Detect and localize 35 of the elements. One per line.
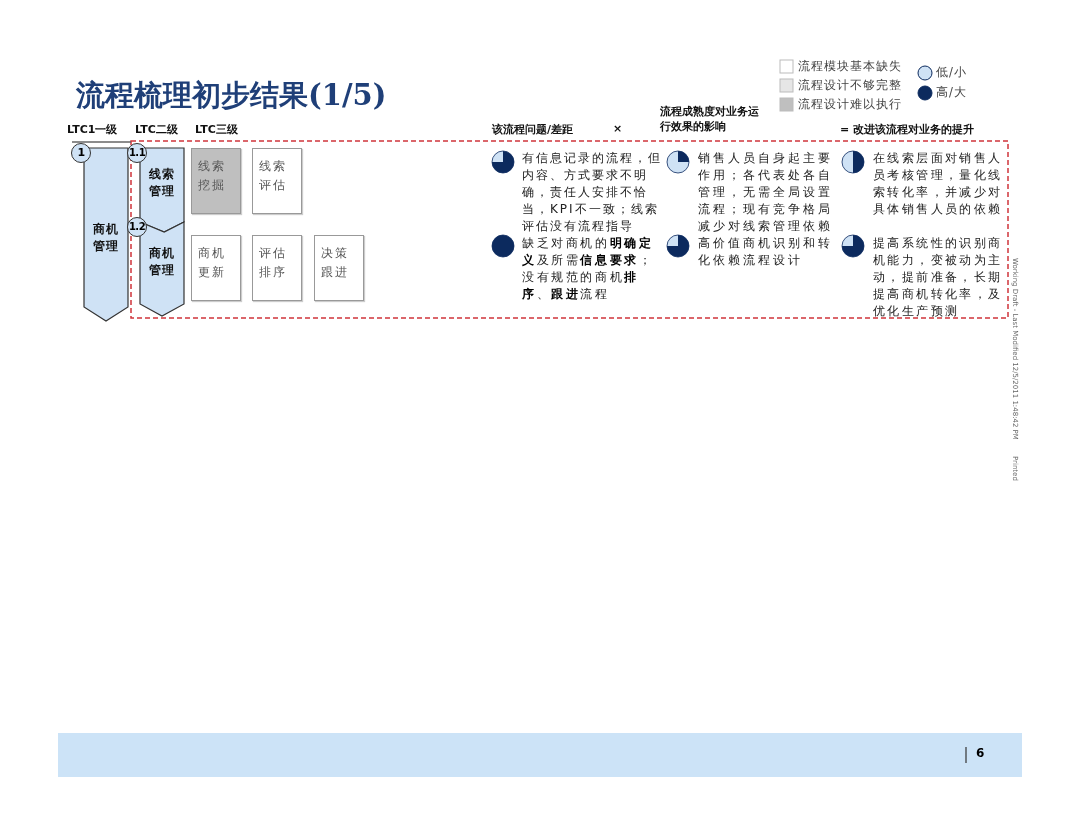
description-text: 有信息记录的流程，但内容、方式要求不明确，责任人安排不恰当，KPI不一致；线索评估没有流程指导 bbox=[522, 150, 663, 235]
column-header: = 改进该流程对业务的提升 bbox=[840, 122, 975, 137]
legend-label: 高/大 bbox=[936, 85, 967, 100]
description-text: 缺乏对商机的明确定义及所需信息要求；没有规范的商机排序、跟进流程 bbox=[522, 235, 655, 303]
process-box bbox=[252, 148, 302, 214]
step-number-badge: 1 bbox=[71, 143, 91, 163]
node-label: 线索挖掘 bbox=[198, 158, 227, 194]
step-number-badge: 1.1 bbox=[127, 143, 147, 163]
description-text: 提高系统性的识别商机能力，变被动为主动，提前准备，长期提高商机转化率，及优化生产预测 bbox=[873, 235, 1004, 320]
node-label: 商机管理 bbox=[92, 221, 120, 255]
node-label: 线索管理 bbox=[148, 166, 176, 200]
node-label: 线索评估 bbox=[259, 158, 288, 194]
node-label: 评估排序 bbox=[259, 245, 288, 281]
process-box bbox=[191, 148, 241, 214]
node-label: 商机更新 bbox=[198, 245, 227, 281]
node-label: 决策跟进 bbox=[321, 245, 350, 281]
legend-label: 流程模块基本缺失 bbox=[798, 59, 902, 74]
legend-label: 流程设计难以执行 bbox=[798, 97, 902, 112]
page-number: 6 bbox=[976, 746, 985, 760]
column-header: 流程成熟度对业务运行效果的影响 bbox=[660, 104, 760, 134]
title: 流程梳理初步结果(1/5) bbox=[76, 77, 387, 114]
column-header: × bbox=[613, 122, 623, 135]
column-header: LTC1一级 bbox=[67, 122, 118, 137]
process-box bbox=[191, 235, 241, 301]
description-text: 销售人员自身起主要作用；各代表处各自管理，无需全局设置流程；现有竞争格局减少对线索管理依赖 bbox=[698, 150, 834, 235]
column-header: LTC三级 bbox=[195, 122, 238, 137]
legend-label: 低/小 bbox=[936, 65, 967, 80]
description-text: 在线索层面对销售人员考核管理，量化线索转化率，并减少对具体销售人员的依赖 bbox=[873, 150, 1004, 218]
column-header: LTC二级 bbox=[135, 122, 178, 137]
process-box bbox=[314, 235, 364, 301]
column-header: 该流程问题/差距 bbox=[492, 122, 574, 137]
description-text: 高价值商机识别和转化依赖流程设计 bbox=[698, 235, 834, 269]
node-label: 商机管理 bbox=[148, 245, 176, 279]
process-box bbox=[252, 235, 302, 301]
legend-label: 流程设计不够完整 bbox=[798, 78, 902, 93]
